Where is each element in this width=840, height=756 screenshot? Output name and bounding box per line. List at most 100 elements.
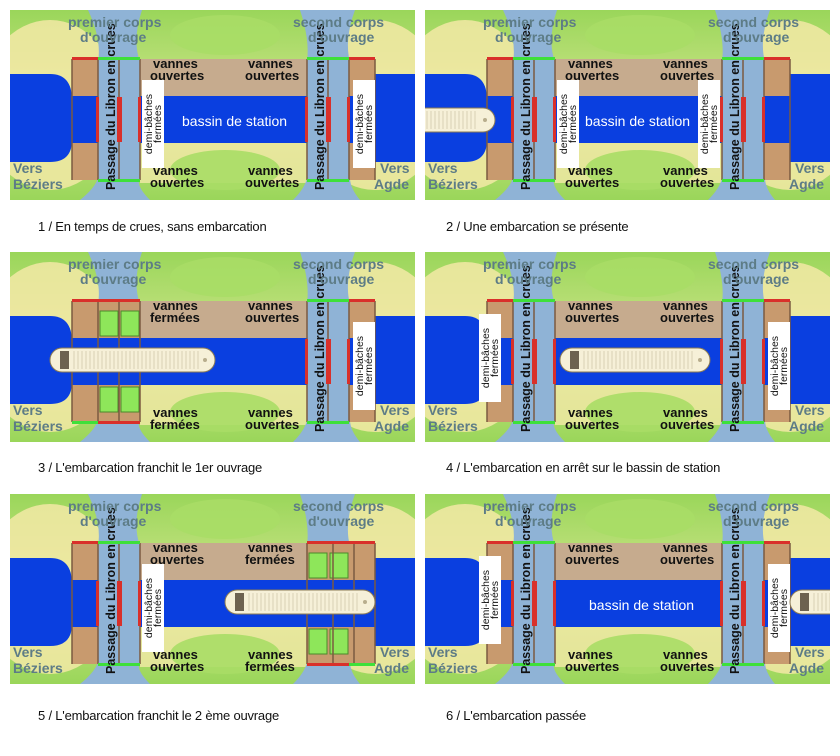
boat-bow-mark: [698, 358, 702, 362]
second-corps-label: d'ouvrage: [308, 29, 375, 45]
second-corps-label: second corps: [293, 498, 384, 514]
edge-green: [722, 663, 764, 666]
edge-green: [307, 299, 349, 302]
second-corps-label: d'ouvrage: [308, 513, 375, 529]
gate-closed-red: [117, 581, 122, 626]
vannes-state-label: ouvertes: [565, 175, 619, 190]
boat-icon: [559, 347, 711, 373]
boat-bow-mark: [483, 118, 487, 122]
second-corps-label: second corps: [708, 14, 799, 30]
second-corps-label: second corps: [708, 256, 799, 272]
canal-water-left: [425, 316, 487, 404]
second-corps-label: second corps: [293, 256, 384, 272]
channel-water: [72, 96, 98, 143]
step-caption: 6 / L'embarcation passée: [446, 708, 587, 723]
grass-patch: [585, 257, 695, 297]
bassin-de-station-water: [555, 96, 722, 143]
premier-corps-label: d'ouvrage: [495, 271, 562, 287]
libron-label: Passage du Libron en crues: [519, 507, 533, 674]
libron-river-bottom: [708, 178, 775, 200]
bassin-label: bassin de station: [182, 113, 287, 129]
vannes-state-label: ouvertes: [565, 68, 619, 83]
gate-closed-red: [720, 97, 723, 142]
vannes-state-label: ouvertes: [245, 417, 299, 432]
sluice-closed: [99, 386, 119, 413]
grass-patch: [170, 392, 280, 432]
basin-bank: [555, 59, 722, 96]
vannes-label: vannes: [663, 163, 708, 178]
bassin-de-station-water: [140, 96, 307, 143]
libron-river-top: [300, 494, 355, 546]
vannes-label: vannes: [153, 405, 198, 420]
vers-agde-label: Vers: [380, 644, 410, 660]
edge-green: [513, 299, 555, 302]
canal-water-left: [10, 74, 72, 162]
edge-red: [764, 57, 790, 60]
grass-patch: [585, 150, 695, 190]
boat-cabin: [235, 593, 244, 611]
libron-label: Passage du Libron en crues: [313, 265, 327, 432]
premier-corps-label: premier corps: [483, 498, 577, 514]
gate-closed-red: [741, 581, 746, 626]
gate-closed-red: [532, 97, 537, 142]
vers-agde-label: Vers: [380, 160, 410, 176]
edge-red: [98, 421, 140, 424]
demi-baches-label: demi-bâches: [558, 94, 570, 154]
vers-agde-label: Vers: [795, 160, 825, 176]
vannes-state-label: ouvertes: [565, 310, 619, 325]
vannes-label: vannes: [153, 647, 198, 662]
step-caption: 3 / L'embarcation franchit le 1er ouvrag…: [38, 460, 263, 475]
vannes-state-label: ouvertes: [150, 552, 204, 567]
boat-hull: [789, 589, 830, 615]
gate-closed-red: [720, 581, 723, 626]
grass-patch: [170, 499, 280, 539]
vannes-label: vannes: [248, 405, 293, 420]
gate-closed-red: [762, 581, 765, 626]
edge-green: [722, 421, 764, 424]
edge-green: [513, 541, 555, 544]
vannes-label: vannes: [663, 298, 708, 313]
libron-river-top: [715, 252, 770, 304]
boat-icon: [425, 107, 496, 133]
edge-green: [722, 179, 764, 182]
gate-closed-red: [96, 97, 99, 142]
edge-green: [307, 179, 349, 182]
vers-agde-label: Agde: [789, 418, 824, 434]
boat-bow-mark: [363, 600, 367, 604]
vannes-label: vannes: [153, 298, 198, 313]
vers-agde-label: Agde: [374, 660, 409, 676]
libron-river-bottom: [80, 178, 150, 200]
fermees-label: fermées: [778, 589, 790, 627]
vannes-label: vannes: [248, 540, 293, 555]
bassin-label: bassin de station: [585, 113, 690, 129]
grass-patch: [170, 634, 280, 674]
vers-agde-label: Agde: [789, 176, 824, 192]
libron-river-bottom: [495, 662, 565, 684]
demi-baches-box: [142, 80, 164, 168]
second-corps-label: d'ouvrage: [723, 271, 790, 287]
edge-red: [487, 299, 513, 302]
vers-agde-label: Vers: [795, 402, 825, 418]
step-caption: 5 / L'embarcation franchit le 2 ème ouvr…: [38, 708, 280, 723]
vannes-label: vannes: [568, 56, 613, 71]
second-corps-label: second corps: [293, 14, 384, 30]
edge-green: [307, 57, 349, 60]
edge-red: [349, 57, 375, 60]
channel-water: [72, 580, 98, 627]
gate-closed-red: [96, 581, 99, 626]
edge-green: [98, 541, 140, 544]
vers-beziers-label: Béziers: [13, 176, 63, 192]
fermees-label: fermées: [363, 105, 375, 143]
libron-label: Passage du Libron en crues: [519, 23, 533, 190]
boat-cabin: [570, 351, 579, 369]
vannes-label: vannes: [568, 405, 613, 420]
second-corps-label: d'ouvrage: [723, 29, 790, 45]
premier-corps-label: d'ouvrage: [80, 271, 147, 287]
libron-label: Passage du Libron en crues: [519, 265, 533, 432]
grass-patch: [585, 392, 695, 432]
